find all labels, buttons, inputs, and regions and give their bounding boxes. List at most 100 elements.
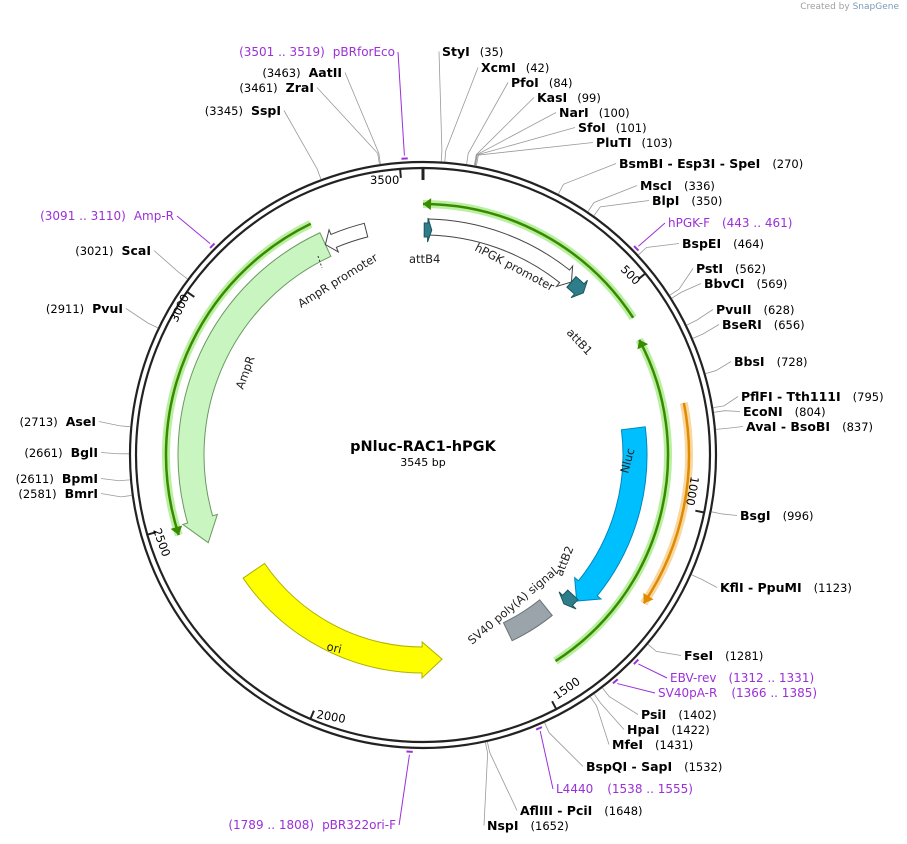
- enzyme-leader-line: [100, 493, 132, 498]
- enzyme-label-fsei: FseI(1281): [684, 648, 763, 663]
- enzyme-label-pluti: PluTI(103): [596, 135, 672, 150]
- enzyme-label-bsgi: BsgI(996): [740, 508, 814, 523]
- primer-label-l4440: L4440(1538 .. 1555): [556, 782, 693, 796]
- snapgene-credit: Created by SnapGene: [800, 2, 899, 12]
- orf-arrowhead-3: [170, 525, 183, 536]
- enzyme-leader-line: [544, 722, 584, 767]
- enzyme-leader-line: [713, 410, 741, 413]
- enzyme-label-bbsi: BbsI(728): [734, 354, 808, 369]
- primer-label-pbr322ori-f: (1789 .. 1808)pBR322ori-F: [228, 818, 396, 832]
- plasmid-length: 3545 bp: [400, 456, 445, 469]
- tick-label-2000: 2000: [315, 707, 346, 726]
- enzyme-leader-line: [438, 51, 443, 162]
- enzyme-leader-line: [587, 185, 638, 212]
- enzyme-label-afliii: AflIII - PciI(1648): [520, 803, 643, 818]
- enzyme-label-xcmi: XcmI(42): [481, 60, 549, 75]
- ori-label: ori: [325, 639, 343, 656]
- tick-mark-2500: [147, 531, 157, 536]
- enzyme-label-sspi: (3345)SspI: [205, 103, 281, 118]
- primer-label-sv40pa-r: SV40pA-R(1366 .. 1385): [658, 686, 817, 700]
- enzyme-leader-line: [344, 72, 381, 165]
- enzyme-leader-line: [638, 243, 680, 256]
- enzyme-leader-line: [593, 200, 650, 217]
- enzyme-leader-line: [558, 163, 617, 195]
- orf-arrowhead-4: [643, 593, 654, 604]
- backbone-outer: [128, 160, 718, 750]
- attb4-label: attB4: [409, 252, 440, 266]
- credit-prefix: Created by: [800, 2, 850, 12]
- enzyme-label-bseri: BseRI(656): [722, 317, 805, 332]
- enzyme-label-aatii: (3463)AatII: [262, 65, 342, 80]
- primer-site-mark: [209, 242, 216, 249]
- nluc-label: Nluc: [617, 447, 637, 475]
- enzyme-leader-line: [474, 127, 576, 166]
- primer-site-mark: [633, 658, 640, 665]
- enzyme-label-pvui: (2911)PvuI: [46, 301, 123, 316]
- tick-layer: [147, 168, 705, 720]
- ampr-label: AmpR: [233, 354, 258, 391]
- enzyme-label-psii: PsiI(1402): [641, 707, 717, 722]
- orf-arc-orange: [642, 402, 691, 605]
- enzyme-label-sfoi: SfoI(101): [578, 120, 647, 135]
- enzyme-leader-line: [100, 452, 130, 455]
- enzyme-leader-line: [475, 142, 594, 166]
- primer-leader-line: [398, 754, 410, 826]
- enzyme-leader-line: [98, 421, 131, 428]
- primer-label-ebv-rev: EBV-rev(1312 .. 1331): [670, 671, 814, 685]
- primer-leader-line: [638, 663, 668, 679]
- tick-mark-2000: [309, 710, 315, 720]
- enzyme-label-blpi: BlpI(350): [652, 193, 722, 208]
- primer-leader-line: [617, 683, 656, 694]
- enzyme-label-bmri: (2581)BmrI: [18, 486, 98, 501]
- primer-leader-line: [539, 731, 554, 790]
- enzyme-leader-line: [153, 250, 188, 280]
- tick-label-3500: 3500: [370, 173, 399, 187]
- tick-mark-3000: [186, 290, 195, 298]
- leader-layer: [98, 51, 744, 826]
- tick-label-1000: 1000: [683, 475, 702, 506]
- enzyme-label-scai: (3021)ScaI: [75, 243, 151, 258]
- attb2-arrow: [558, 589, 579, 610]
- enzyme-leader-line: [100, 478, 131, 482]
- enzyme-leader-line: [466, 82, 509, 165]
- enzyme-label-avai: AvaI - BsoBI(837): [746, 419, 873, 434]
- enzyme-leader-line: [125, 308, 159, 329]
- enzyme-label-pfoi: PfoI(84): [511, 75, 572, 90]
- enzyme-leader-line: [473, 97, 535, 166]
- enzyme-leader-line: [602, 687, 639, 715]
- plasmid-name: pNluc-RAC1-hPGK: [350, 439, 496, 455]
- enzyme-label-psti: PstI(562): [696, 261, 766, 276]
- enzyme-leader-line: [692, 324, 720, 339]
- enzyme-leader-line: [483, 742, 489, 826]
- orf-arrowhead-2: [637, 339, 649, 350]
- primer-site-mark: [535, 726, 543, 731]
- enzyme-label-msci: MscI(336): [640, 178, 715, 193]
- enzyme-leader-line: [316, 87, 380, 165]
- enzyme-leader-line: [705, 361, 732, 374]
- enzyme-leader-line: [593, 693, 625, 730]
- tick-mark-3500: [399, 168, 402, 178]
- primer-labels: (3501 .. 3519)pBRforEco hPGK-F(443 .. 46…: [40, 45, 817, 832]
- enzyme-label-pflfi: PflFI - Tth111I(795): [741, 389, 884, 404]
- ampr-arrow: [177, 232, 332, 544]
- snapgene-brand: SnapGene: [852, 2, 899, 12]
- enzyme-label-bgli: (2661)BglI: [24, 445, 98, 460]
- tick-mark-1500: [551, 700, 558, 710]
- enzyme-leader-line: [713, 396, 739, 409]
- tick-mark-1000: [695, 509, 705, 514]
- primer-label-hpgk-f: hPGK-F(443 .. 461): [668, 216, 792, 230]
- enzyme-label-pvuii: PvuII(628): [716, 302, 794, 317]
- tick-label-3000: 3000: [167, 292, 192, 324]
- attb1-arrow: [566, 275, 588, 299]
- enzyme-leader-line: [283, 110, 322, 180]
- enzyme-leader-line: [589, 696, 610, 745]
- enzyme-label-styi: StyI(35): [442, 44, 503, 59]
- enzyme-label-bspei: BspEI(464): [682, 236, 764, 251]
- ori-arrow: [242, 562, 443, 680]
- orf-arrowhead-1: [423, 198, 432, 211]
- tick-label-1500: 1500: [551, 674, 583, 702]
- enzyme-labels: StyI(35) XcmI(42) PfoI(84) KasI(99) NarI…: [16, 44, 884, 833]
- tick-mark-500: [637, 272, 646, 280]
- enzyme-label-kasi: KasI(99): [537, 90, 601, 105]
